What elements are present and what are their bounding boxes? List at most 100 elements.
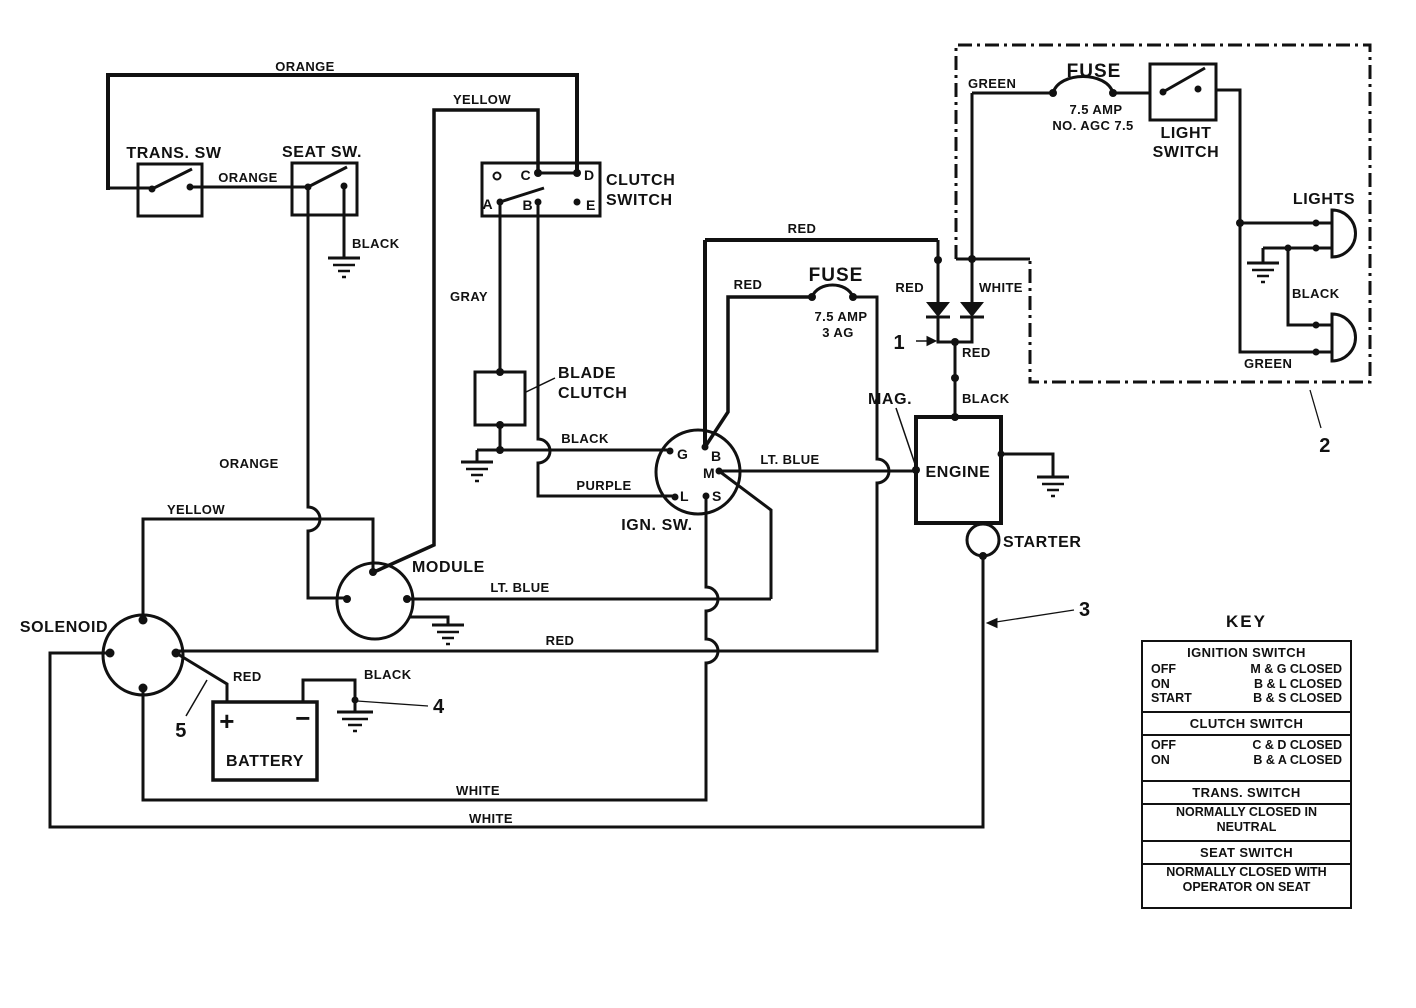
divider [1143, 734, 1350, 736]
ground-lights [1247, 261, 1279, 284]
clutch-switch-blade [499, 186, 545, 204]
key-row: START B & S CLOSED [1143, 691, 1350, 706]
key-row: ON B & A CLOSED [1143, 753, 1350, 768]
key-title: KEY [1226, 612, 1267, 631]
wire-label-orange-top: ORANGE [275, 59, 334, 74]
lights-label: LIGHTS [1293, 191, 1355, 208]
key-row-state: ON [1151, 676, 1170, 691]
key-row: ON B & L CLOSED [1143, 677, 1350, 692]
wire-label-green-lights: GREEN [1244, 356, 1292, 371]
wire-label-yellow-left: YELLOW [167, 502, 225, 517]
trans-switch-blade [151, 167, 193, 191]
ground-seat [328, 256, 360, 279]
wire-label-red-top: RED [788, 221, 817, 236]
battery-label: BATTERY [226, 753, 304, 770]
wire-label-white-diode: WHITE [979, 280, 1023, 295]
key-note-line: NORMALLY CLOSED IN [1176, 805, 1317, 819]
light-switch-box [1148, 62, 1218, 122]
fuse-top-rating: 7.5 AMP [1070, 102, 1123, 117]
ground-module [432, 623, 464, 646]
callout-1: 1 [893, 332, 905, 354]
key-row-value: C & D CLOSED [1252, 738, 1342, 752]
wires [48, 73, 1332, 829]
wire-label-orange-left: ORANGE [219, 456, 278, 471]
callout-leaders [185, 335, 1322, 717]
key-row-state: START [1151, 691, 1192, 705]
key-note-line: NEUTRAL [1216, 819, 1277, 834]
key-section-seat: SEAT SWITCH NORMALLY CLOSED WITH OPERATO… [1143, 840, 1350, 907]
light-switch-label-1: LIGHT [1161, 125, 1212, 142]
clutch-pilot-circle [492, 171, 502, 181]
light-switch-blade [1162, 66, 1206, 94]
ign-terminal-s: S [712, 488, 722, 504]
divider [1143, 803, 1350, 805]
ign-terminal-b: B [711, 448, 722, 464]
wire-label-orange-mid: ORANGE [218, 170, 277, 185]
wire-label-ltblue-module: LT. BLUE [490, 580, 549, 595]
mag-label: MAG. [868, 391, 912, 408]
key-row-value: B & S CLOSED [1253, 691, 1342, 705]
clutch-switch-label-1: CLUTCH [606, 172, 675, 189]
callout-5: 5 [175, 720, 187, 742]
clutch-terminal-e: E [586, 197, 596, 213]
fuse-mid-type: 3 AG [822, 325, 853, 340]
wire-label-green-feed: GREEN [968, 76, 1016, 91]
fuse-top-label: FUSE [1067, 61, 1122, 82]
seat-switch-box [290, 161, 359, 217]
fuse-mid-label: FUSE [809, 265, 864, 286]
seat-switch-label: SEAT SW. [282, 144, 362, 161]
diode-white [960, 302, 984, 319]
clutch-switch-box [480, 161, 602, 218]
wire-label-ltblue-engine: LT. BLUE [760, 452, 819, 467]
wire-label-black-batt: BLACK [364, 667, 412, 682]
blade-clutch-label-2: CLUTCH [558, 385, 627, 402]
key-section-header: TRANS. SWITCH [1192, 785, 1301, 800]
wire-label-yellow-top: YELLOW [453, 92, 511, 107]
diode-red [926, 302, 950, 319]
ignition-switch-label: IGN. SW. [621, 517, 692, 534]
key-section-header: CLUTCH SWITCH [1189, 716, 1304, 731]
ground-symbols [328, 256, 1279, 733]
key-section-header: SEAT SWITCH [1200, 845, 1293, 860]
trans-switch-label: TRANS. SW [126, 145, 221, 162]
wire-label-red-diode: RED [895, 280, 924, 295]
wire-label-red-batt: RED [233, 669, 262, 684]
solenoid-label: SOLENOID [20, 619, 108, 636]
callout-2: 2 [1319, 435, 1331, 457]
clutch-terminal-a: A [482, 196, 493, 212]
lamp-bottom [1330, 312, 1357, 363]
key-row-state: ON [1151, 752, 1170, 767]
module-label: MODULE [412, 559, 485, 576]
clutch-terminal-d: D [584, 167, 595, 183]
wire-label-purple: PURPLE [576, 478, 631, 493]
key-row-value: B & A CLOSED [1253, 752, 1342, 767]
key-note-line: NORMALLY CLOSED WITH [1166, 865, 1327, 879]
wire-label-black-ign: BLACK [561, 431, 609, 446]
wire-label-red-loop: RED [734, 277, 763, 292]
wire-label-white-lower: WHITE [469, 811, 513, 826]
seat-switch-blade [307, 165, 348, 189]
module-circle [335, 561, 415, 641]
battery-minus: − [295, 703, 311, 733]
starter-circle [965, 522, 1001, 558]
wire-label-red-main: RED [546, 633, 575, 648]
wire-label-white-upper: WHITE [456, 783, 500, 798]
ign-terminal-g: G [677, 446, 688, 462]
battery-plus: + [219, 706, 235, 736]
blade-clutch-box [473, 370, 527, 427]
ground-engine [1037, 475, 1069, 498]
key-row-value: B & L CLOSED [1254, 676, 1342, 691]
ignition-switch-circle [654, 428, 742, 516]
wire-label-black-kill: BLACK [962, 391, 1010, 406]
key-note-line: OPERATOR ON SEAT [1182, 879, 1311, 894]
wire-label-black-seat: BLACK [352, 236, 400, 251]
clutch-terminal-c: C [520, 167, 531, 183]
key-section-trans: TRANS. SWITCH NORMALLY CLOSED IN NEUTRAL [1143, 780, 1350, 840]
key-row-value: M & G CLOSED [1250, 662, 1342, 676]
wire-label-red-kill: RED [962, 345, 991, 360]
trans-switch-box [136, 162, 204, 218]
ground-blade-clutch [461, 460, 493, 483]
